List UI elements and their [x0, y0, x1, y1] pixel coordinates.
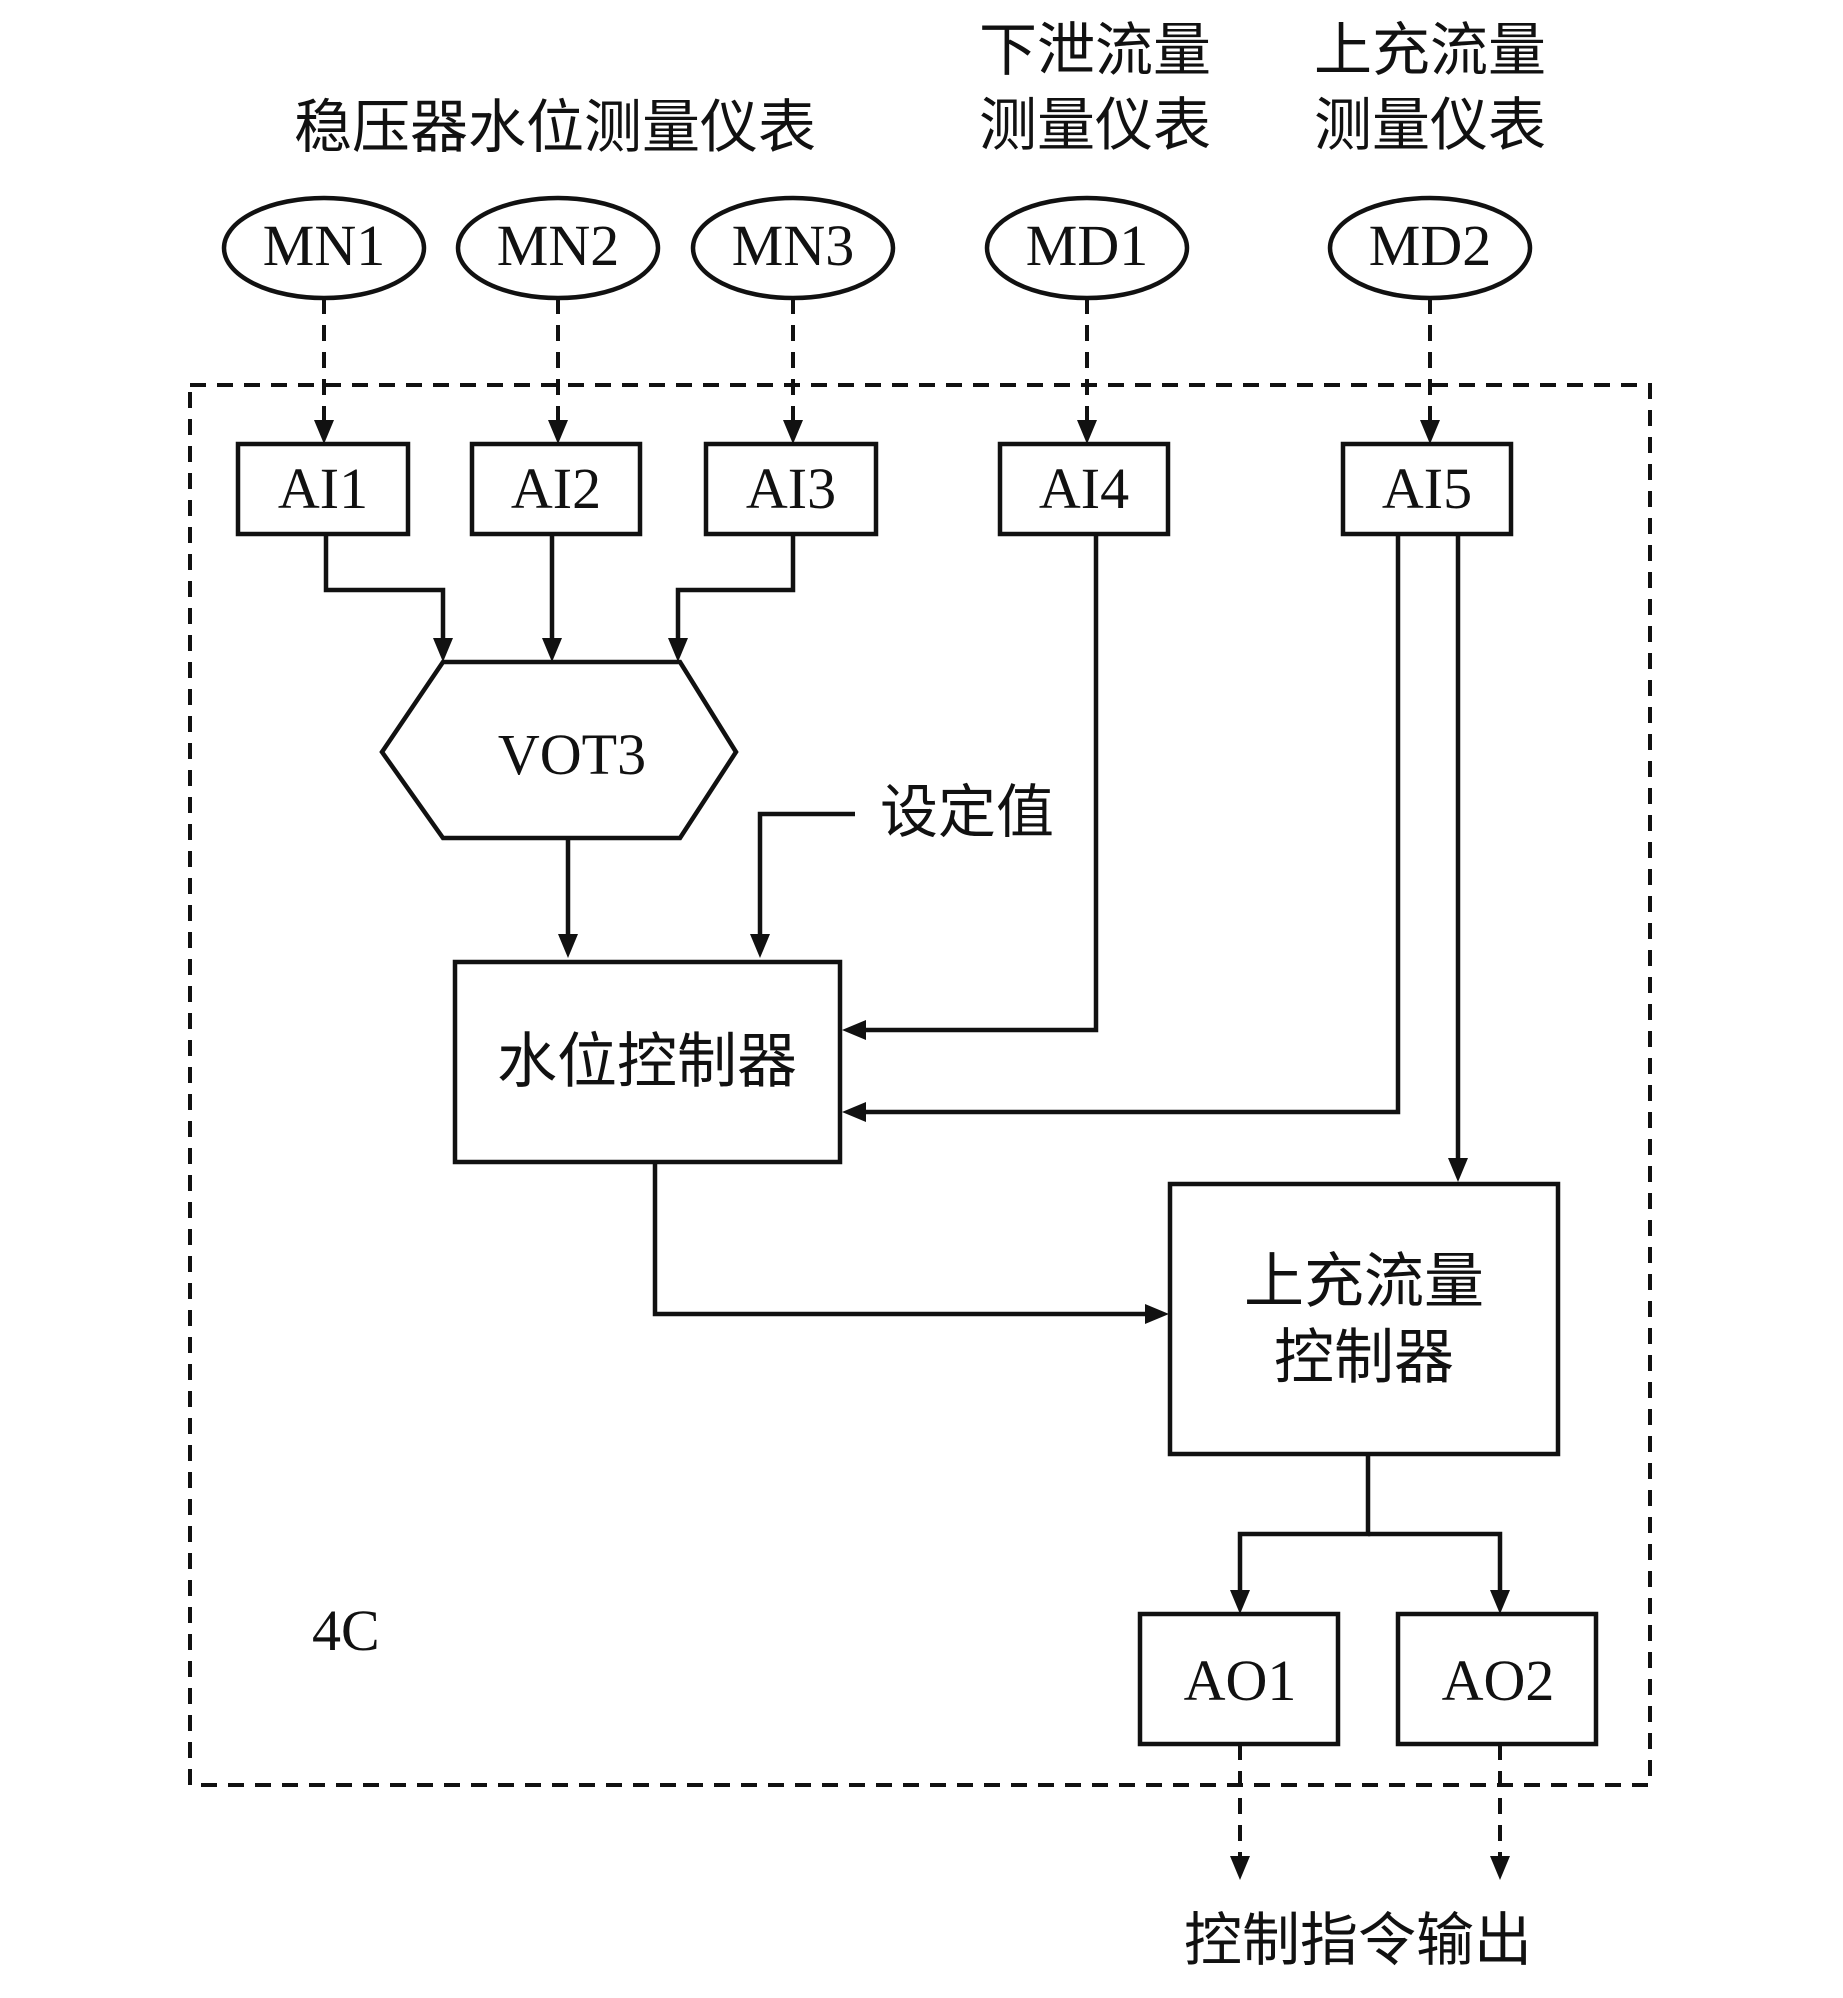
- output-ao2: AO2: [1395, 1611, 1599, 1747]
- input-ai2-label: AI2: [511, 456, 601, 521]
- input-ai5: AI5: [1340, 441, 1514, 537]
- sensor-mn1-label: MN1: [263, 213, 385, 278]
- charging-controller-label-line2: 控制器: [1274, 1323, 1454, 1393]
- sensor-md2-label: MD2: [1369, 213, 1491, 278]
- input-ai4: AI4: [997, 441, 1171, 537]
- level-controller: 水位控制器: [452, 959, 843, 1165]
- ai5-to-charging-controller: [1448, 534, 1468, 1182]
- voter-vot3: VOT3: [379, 659, 739, 841]
- sensor-mn2-label: MN2: [497, 213, 619, 278]
- setpoint-connector: [750, 811, 855, 958]
- cabinet-label: 4C: [312, 1598, 380, 1663]
- sensor-md2: MD2: [1327, 195, 1533, 301]
- input-ai3-label: AI3: [746, 456, 836, 521]
- sensor-md1-label: MD1: [1026, 213, 1148, 278]
- letdown-instruments-label-line1: 下泄流量: [979, 16, 1211, 84]
- setpoint-label: 设定值: [880, 778, 1054, 846]
- sensor-mn3-label: MN3: [732, 213, 854, 278]
- output-ao1-label: AO1: [1184, 1648, 1297, 1713]
- sensor-mn2: MN2: [455, 195, 661, 301]
- output-ao2-label: AO2: [1442, 1648, 1555, 1713]
- input-ai5-label: AI5: [1382, 456, 1472, 521]
- voter-output-connector: [558, 838, 578, 958]
- pressurizer-instruments-label: 稳压器水位测量仪表: [294, 93, 816, 161]
- input-ai3: AI3: [703, 441, 879, 537]
- charging-flow-controller: 上充流量 控制器: [1167, 1181, 1561, 1457]
- voter-input-connectors: [323, 534, 796, 662]
- ai5-to-level-controller: [842, 534, 1401, 1122]
- input-ai1-label: AI1: [278, 456, 368, 521]
- output-caption: 控制指令输出: [1184, 1906, 1532, 1974]
- ai4-to-level-controller: [842, 534, 1099, 1040]
- input-ai1: AI1: [235, 441, 411, 537]
- cabinet-boundary: [188, 383, 1652, 1787]
- input-ai4-label: AI4: [1039, 456, 1129, 521]
- sensor-mn1: MN1: [221, 195, 427, 301]
- charging-controller-label-line1: 上充流量: [1244, 1247, 1484, 1317]
- sensor-connectors: [314, 298, 1440, 444]
- charging-instruments-label-line1: 上充流量: [1314, 16, 1546, 84]
- letdown-instruments-label-line2: 测量仪表: [979, 91, 1211, 159]
- input-ai2: AI2: [469, 441, 643, 537]
- output-dashed-connectors: [1230, 1744, 1510, 1880]
- sensor-mn3: MN3: [690, 195, 896, 301]
- output-branch-connectors: [1230, 1454, 1510, 1614]
- sensor-md1: MD1: [984, 195, 1190, 301]
- voter-label: VOT3: [498, 722, 646, 787]
- level-to-charging-connector: [652, 1162, 1169, 1324]
- output-ao1: AO1: [1137, 1611, 1341, 1747]
- level-controller-label: 水位控制器: [497, 1027, 797, 1097]
- charging-instruments-label-line2: 测量仪表: [1314, 91, 1546, 159]
